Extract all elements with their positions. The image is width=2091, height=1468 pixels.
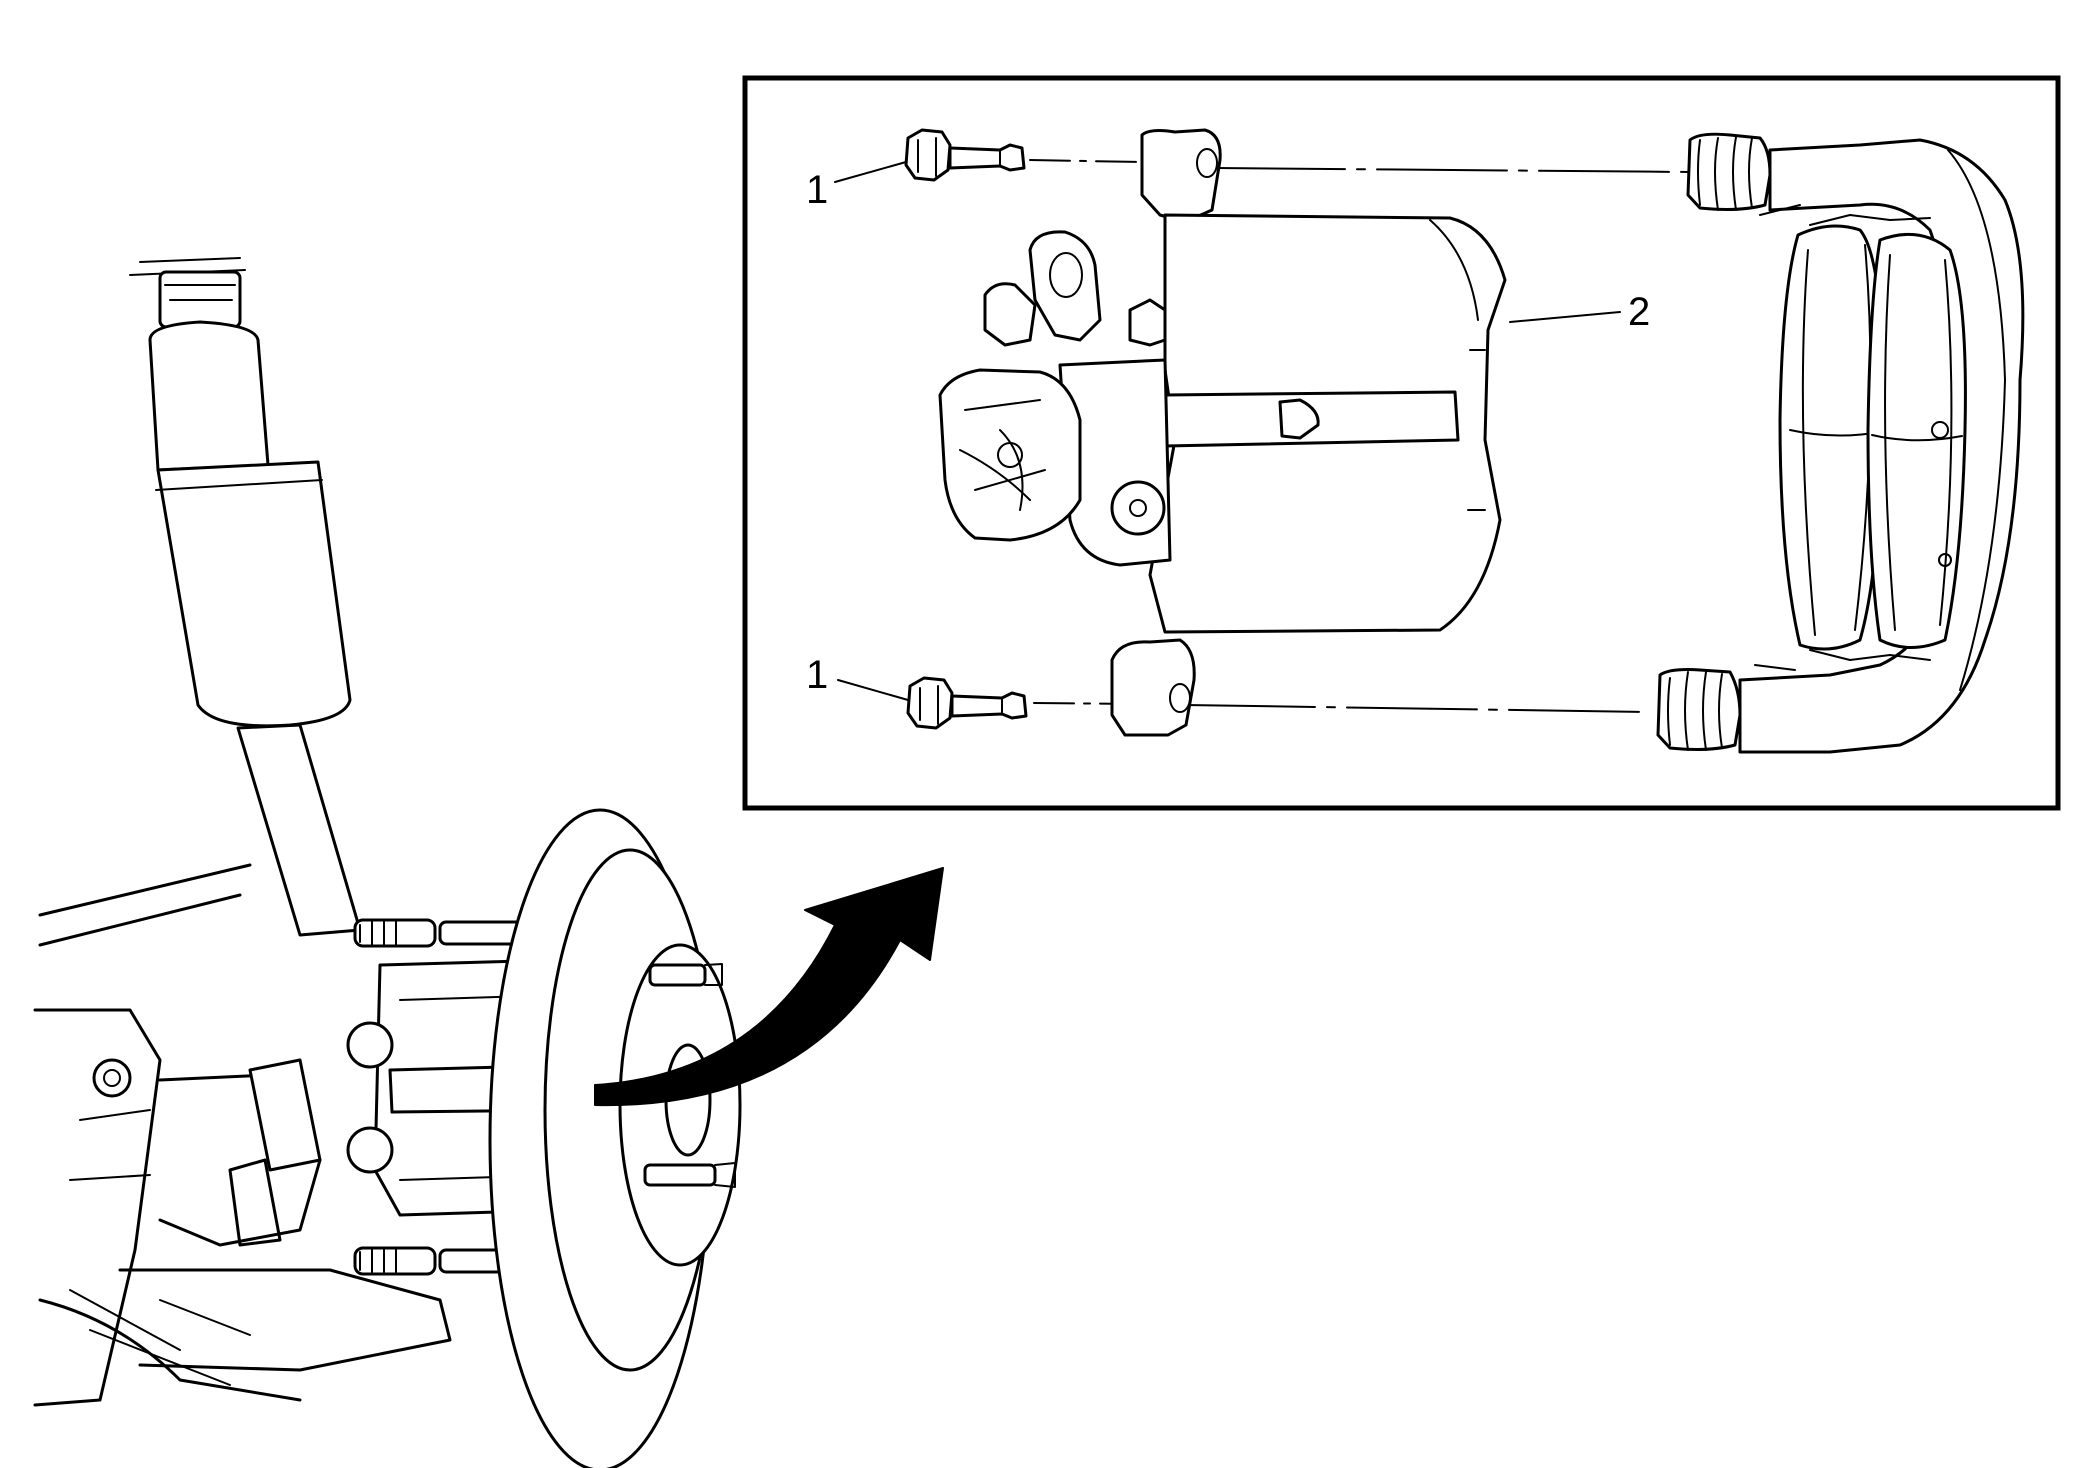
callout-caliper: 2 — [1628, 290, 1650, 334]
knuckle-and-arm — [33, 863, 452, 1407]
caliper-bracket-with-pads — [1656, 132, 2025, 754]
brake-rotor — [488, 808, 742, 1468]
shock-absorber — [129, 257, 362, 937]
suspension-assembly-overview — [33, 257, 742, 1468]
lower-caliper-bolt — [906, 676, 1028, 730]
detail-inset: 1 1 2 — [742, 75, 2061, 811]
brake-caliper — [938, 128, 1507, 737]
callout-lower-bolt: 1 — [806, 653, 828, 697]
curved-arrow-icon — [594, 867, 944, 1107]
callout-upper-bolt: 1 — [806, 168, 828, 212]
callouts: 1 1 2 — [806, 161, 1650, 701]
upper-caliper-bolt — [904, 128, 1026, 182]
